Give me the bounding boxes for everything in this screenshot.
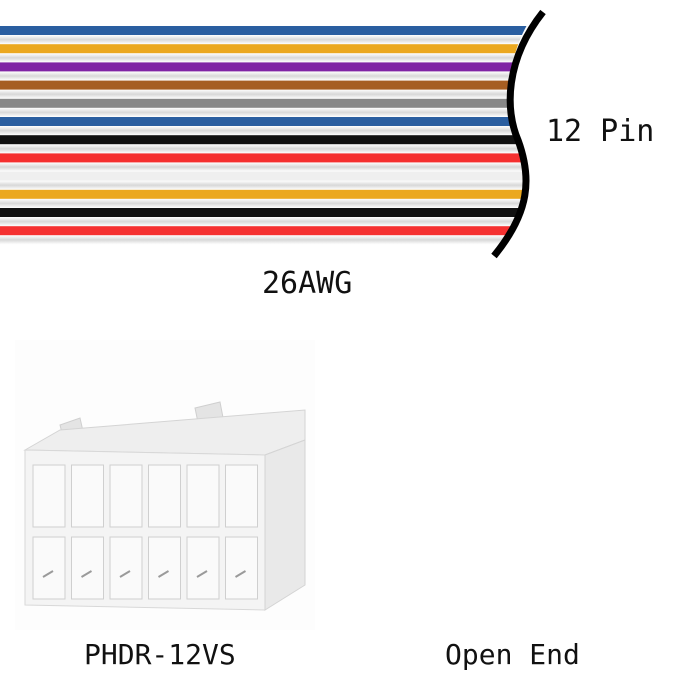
contact-slot [119,570,131,578]
wire [0,44,530,54]
contact-slot [234,570,247,578]
connector-image [15,340,315,630]
wire-gap [0,35,530,45]
connector-cavity [32,536,66,600]
wire [0,189,530,199]
wire [0,80,530,90]
connector-cavity [225,464,258,528]
connector-cavity [109,464,143,528]
contact-slot [196,570,208,578]
connector-cavity [186,536,220,600]
wire-gap [0,89,530,99]
wire [0,62,530,72]
connector-cavity [186,464,220,528]
contact-slot [80,570,93,578]
connector-cavity [148,536,181,600]
connector-cavity [32,464,66,528]
wire [0,171,530,181]
connector-cavity [71,536,104,600]
wire [0,153,530,163]
wire-gap [0,198,530,208]
connector-part-label: PHDR-12VS [84,638,236,671]
wire [0,208,530,217]
wire-gap [0,217,530,227]
connector-cavity [148,464,181,528]
wire [0,226,530,236]
wire-gap [0,107,530,117]
contact-slot [157,570,170,578]
wire-gap [0,162,530,172]
wire-gap [0,126,530,136]
wire [0,26,530,35]
open-end-label: Open End [445,638,580,671]
connector-cavity [71,464,104,528]
wire [0,135,530,145]
contact-slot [42,570,54,578]
pin-count-label: 12 Pin [546,114,655,149]
connector-cavity [109,536,143,600]
wire-gap [0,144,530,154]
cable-cut-line [491,9,546,259]
wire [0,98,530,108]
wire-gap [0,180,530,190]
wire-gauge-label: 26AWG [262,266,353,301]
ribbon-cable [0,9,546,259]
wire-gap [0,53,530,63]
wire [0,117,530,126]
connector-cavity [225,536,258,600]
wire-gap [0,235,530,245]
wire-gap [0,71,530,81]
